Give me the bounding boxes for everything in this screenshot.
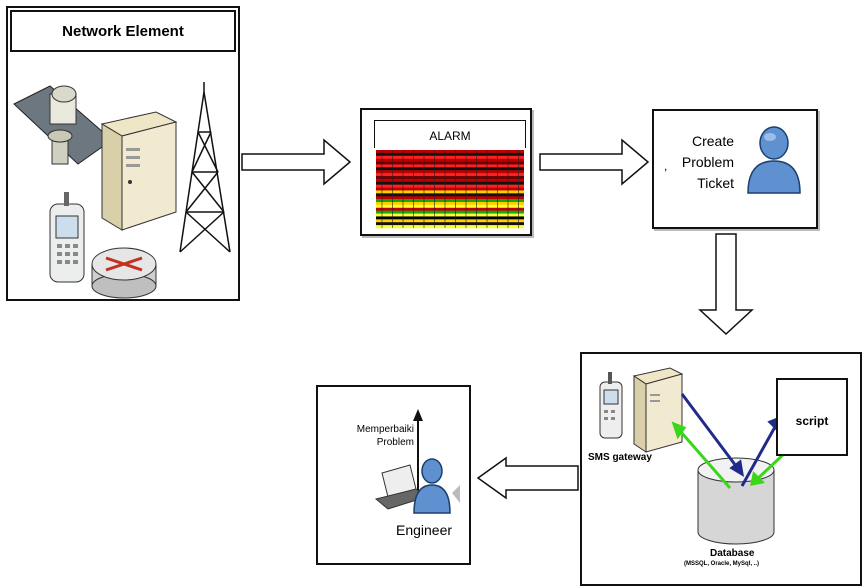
arrow-db-to-script bbox=[740, 417, 782, 487]
ticket-line-1: Create bbox=[691, 133, 734, 149]
alarm-stripe bbox=[376, 158, 524, 162]
alarm-stripe bbox=[376, 190, 524, 194]
alarm-stripe bbox=[376, 181, 524, 185]
ticket-line-2: Problem bbox=[681, 154, 734, 170]
script-box: script bbox=[776, 378, 848, 456]
arrow-server-to-db bbox=[680, 393, 744, 475]
network-element-box: Network Element bbox=[6, 6, 240, 301]
alarm-stripe bbox=[376, 213, 524, 217]
alarm-stripe bbox=[376, 210, 524, 214]
arrow-system-to-engineer-shape bbox=[476, 456, 579, 500]
radio-tower-icon bbox=[179, 82, 231, 253]
alarm-stripe bbox=[376, 170, 524, 174]
server-tower-icon bbox=[100, 111, 178, 231]
alarm-stripe bbox=[376, 150, 524, 154]
engineer-label: Engineer bbox=[396, 522, 453, 538]
alarm-stripe bbox=[376, 196, 524, 200]
alarm-stripe bbox=[376, 222, 524, 226]
alarm-stripe bbox=[376, 178, 524, 183]
fix-line-2: Problem bbox=[376, 437, 414, 448]
network-element-illustration bbox=[13, 82, 231, 299]
alarm-title: ALARM bbox=[374, 120, 526, 148]
arrow-ne-to-alarm bbox=[241, 138, 352, 186]
arrow-alarm-to-ticket bbox=[539, 138, 650, 186]
system-box: SMS gateway script Database (MSSQL, Orac… bbox=[580, 352, 862, 586]
person-icon bbox=[747, 126, 801, 194]
arrow-db-to-server bbox=[672, 423, 732, 489]
alarm-stripe bbox=[376, 173, 524, 177]
ticket-label: Create Problem Ticket bbox=[682, 131, 734, 194]
alarm-stripes bbox=[376, 150, 524, 229]
ticket-comma: , bbox=[664, 159, 668, 173]
alarm-stripe bbox=[376, 176, 524, 180]
mobile-phone-icon bbox=[49, 192, 85, 283]
database-sublabel: (MSSQL, Oracle, MySql, ..) bbox=[684, 561, 760, 567]
fix-line-1: Memperbaiki bbox=[356, 424, 414, 435]
router-icon bbox=[91, 247, 157, 299]
engineer-illustration bbox=[374, 409, 460, 514]
laptop-icon bbox=[374, 464, 428, 510]
person-icon bbox=[413, 458, 460, 514]
mobile-phone-icon bbox=[599, 372, 623, 439]
alarm-stripe bbox=[376, 167, 524, 171]
arrow-ticket-to-system bbox=[698, 233, 754, 336]
alarm-stripe bbox=[376, 193, 524, 197]
alarm-stripe bbox=[376, 199, 524, 203]
ticket-line-3: Ticket bbox=[697, 175, 734, 191]
alarm-stripe bbox=[376, 204, 524, 209]
alarm-box: ALARM bbox=[360, 108, 532, 236]
alarm-stripe bbox=[376, 225, 524, 229]
alarm-stripe bbox=[376, 187, 524, 191]
alarm-stripe bbox=[376, 216, 524, 220]
create-ticket-box: , Create Problem Ticket bbox=[652, 109, 818, 229]
sms-gateway-label: SMS gateway bbox=[588, 452, 652, 463]
alarm-stripe bbox=[376, 202, 524, 206]
system-illustration bbox=[599, 367, 790, 545]
alarm-stripe bbox=[376, 161, 524, 165]
alarm-stripe bbox=[376, 152, 524, 157]
alarm-stripe bbox=[376, 184, 524, 188]
alarm-stripe bbox=[376, 164, 524, 168]
alarm-stripe bbox=[376, 207, 524, 211]
satellite-dish-icon bbox=[13, 85, 113, 165]
database-label: Database bbox=[710, 548, 755, 559]
arrow-system-to-engineer bbox=[478, 462, 578, 484]
engineer-box: Memperbaiki Problem Engineer bbox=[316, 385, 471, 565]
fix-problem-label: Memperbaiki Problem bbox=[332, 423, 414, 449]
alarm-stripe bbox=[376, 219, 524, 223]
network-element-title: Network Element bbox=[10, 10, 236, 52]
server-icon bbox=[632, 367, 684, 453]
alarm-stripe bbox=[376, 155, 524, 159]
